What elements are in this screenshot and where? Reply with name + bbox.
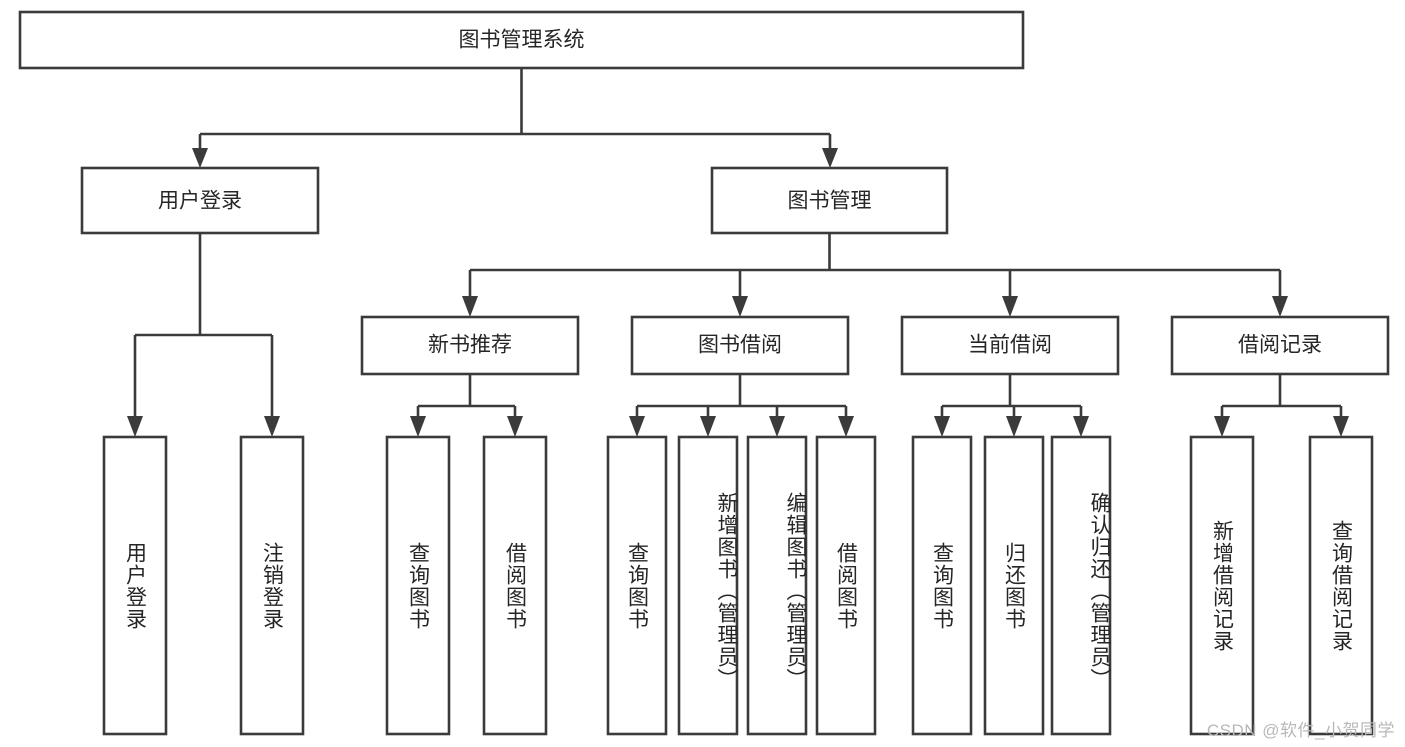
node-borrow-record[interactable]: 借阅记录 [1170,315,1390,376]
leaf-box-borrow-book-2[interactable] [815,435,877,736]
arrow-to-book-borrow [732,296,748,317]
connector-current-borrow-to-leaves [934,374,1089,437]
connector-root-to-level2 [192,68,838,168]
connector-book-manage-to-level3 [462,233,1288,317]
arrow-to-leaf-add-book-admin [700,416,716,437]
node-current-borrow[interactable]: 当前借阅 [900,315,1120,376]
arrow-to-leaf-edit-book-admin [769,416,785,437]
root-box [18,10,1025,70]
arrow-to-user-login [192,148,208,168]
leaf-box-query-book-3[interactable] [911,435,973,736]
root-label: 图书管理系统 [459,29,585,52]
arrow-to-borrow-record [1272,296,1288,317]
arrow-to-leaf-query-book-2 [629,416,645,437]
connector-book-borrow-to-leaves [629,374,854,437]
leaf-box-edit-book-admin[interactable] [746,435,808,736]
current-borrow-label: 当前借阅 [968,334,1052,357]
node-root[interactable]: 图书管理系统 [18,10,1025,70]
arrow-to-leaf-borrow-book-2 [838,416,854,437]
arrow-to-leaf-user-login [127,416,143,437]
leaf-box-add-borrow-record[interactable] [1189,435,1255,736]
arrow-to-leaf-borrow-book-1 [507,416,523,437]
arrow-to-book-manage [822,148,838,168]
leaf-box-query-borrow-record[interactable] [1308,435,1374,736]
new-book-recommend-label: 新书推荐 [428,334,512,357]
leaf-box-logout-login[interactable] [239,435,305,736]
csdn-watermark: CSDN @软件_小贺同学 [1206,721,1395,740]
node-book-manage[interactable]: 图书管理 [710,166,949,235]
connector-new-book-recommend-to-leaves [410,374,523,437]
arrow-to-leaf-return-book [1006,416,1022,437]
leaf-box-query-book-2[interactable] [606,435,668,736]
leaf-box-return-book[interactable] [983,435,1045,736]
node-user-login[interactable]: 用户登录 [80,166,320,235]
new-book-recommend-box [360,315,580,376]
user-login-label: 用户登录 [158,190,242,213]
current-borrow-box [900,315,1120,376]
book-borrow-label: 图书借阅 [698,334,782,357]
node-book-borrow[interactable]: 图书借阅 [630,315,850,376]
leaf-box-add-book-admin[interactable] [677,435,739,736]
leaf-box-confirm-return-admin[interactable] [1050,435,1112,736]
borrow-record-box [1170,315,1390,376]
arrow-to-current-borrow [1002,296,1018,317]
node-new-book-recommend[interactable]: 新书推荐 [360,315,580,376]
arrow-to-new-book-recommend [462,296,478,317]
leaf-box-query-book-1[interactable] [385,435,451,736]
leaf-box-borrow-book-1[interactable] [482,435,548,736]
leaf-boxes [102,435,1374,736]
arrow-to-leaf-logout-login [264,416,280,437]
book-manage-box [710,166,949,235]
borrow-record-label: 借阅记录 [1238,334,1322,357]
arrow-to-leaf-query-book-1 [410,416,426,437]
book-borrow-box [630,315,850,376]
arrow-to-leaf-query-borrow-record [1333,416,1349,437]
leaf-box-user-login[interactable] [102,435,168,736]
connector-borrow-record-to-leaves [1214,374,1349,437]
arrow-to-leaf-add-borrow-record [1214,416,1230,437]
book-manage-label: 图书管理 [788,190,872,213]
arrow-to-leaf-confirm-return-admin [1073,416,1089,437]
connector-user-login-to-leaves [127,233,280,437]
arrow-to-leaf-query-book-3 [934,416,950,437]
